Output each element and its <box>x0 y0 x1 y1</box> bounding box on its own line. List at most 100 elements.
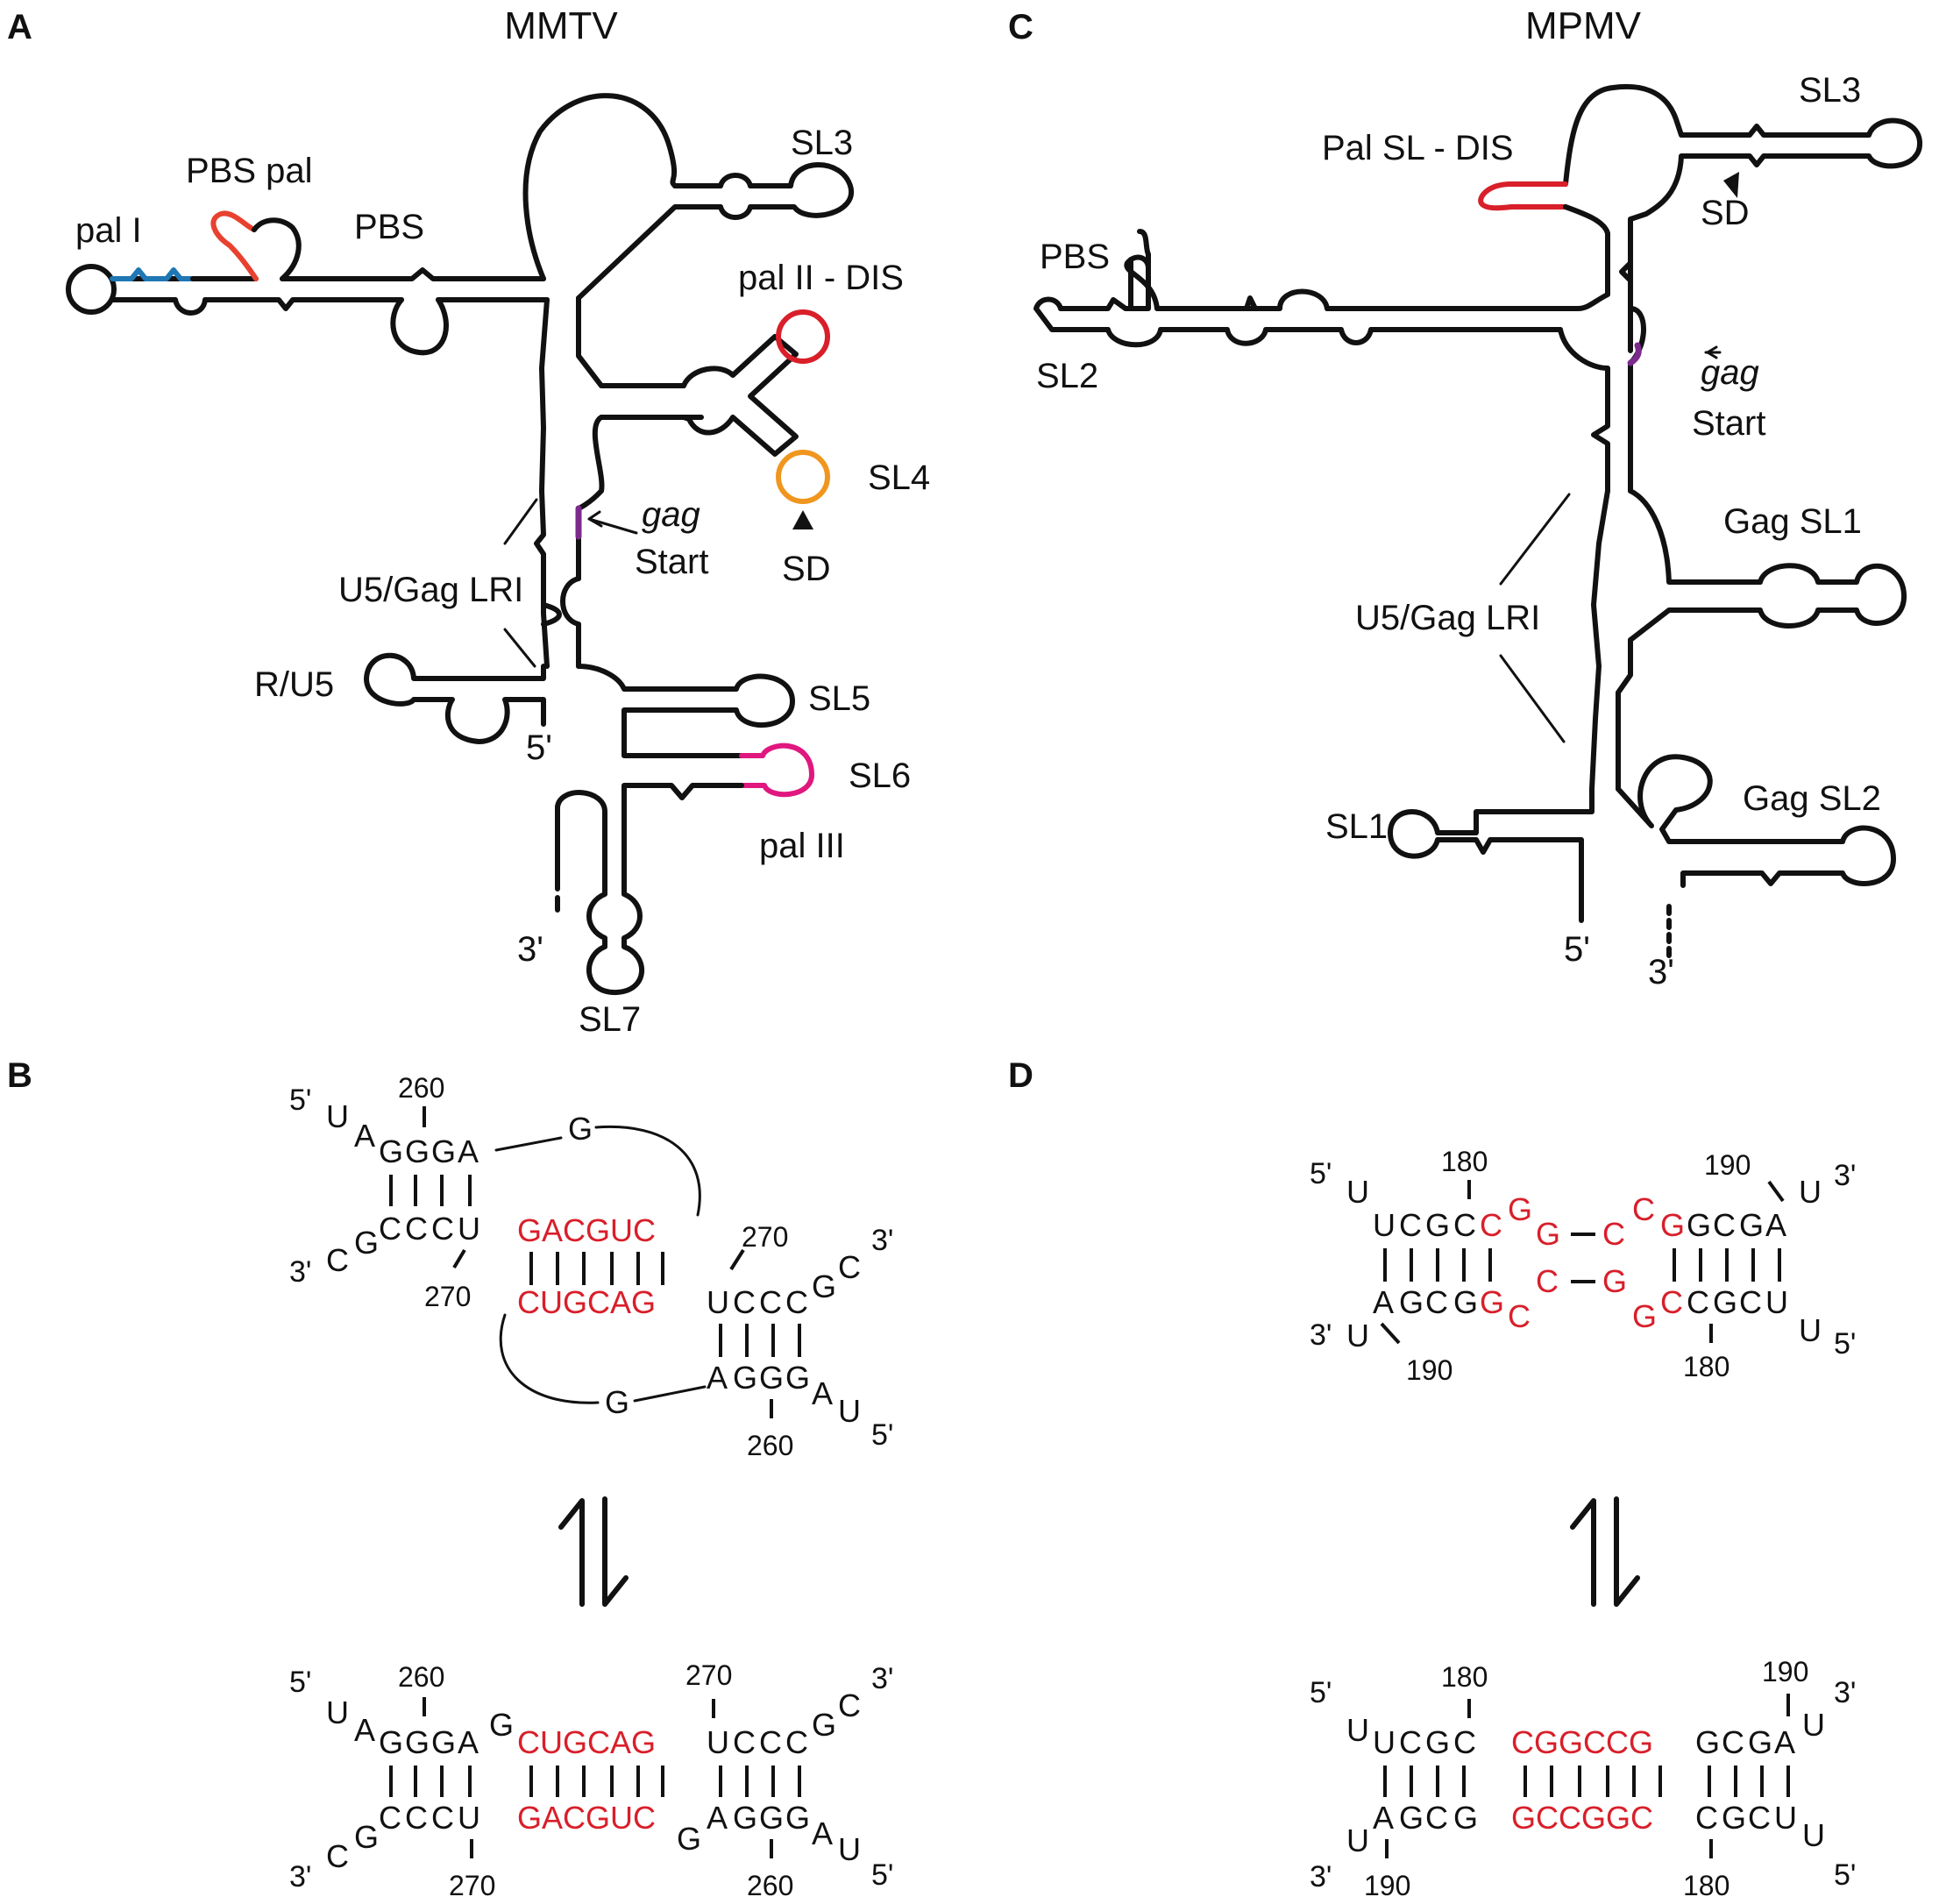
panel-c-title: MPMV <box>1525 4 1642 47</box>
b-bot-tr-4: G <box>812 1707 836 1743</box>
d-top-rbr-2: C <box>1660 1284 1683 1320</box>
b-top-connector-g-lower <box>633 1385 707 1403</box>
d-top-three-left: 3' <box>1310 1318 1332 1352</box>
d-top-rtb-3: A <box>1765 1207 1786 1243</box>
sl3-region <box>522 93 855 301</box>
b-top-connector-g <box>494 1136 563 1152</box>
label-mpmv-start: Start <box>1692 404 1765 443</box>
b-bot-red-lower: GACGUC <box>517 1800 656 1836</box>
b-top-num-270-right: 270 <box>742 1221 788 1253</box>
pbs-pal-loop <box>252 217 302 281</box>
b-top-rb-5: U <box>838 1393 861 1429</box>
label-pal-i: pal I <box>75 211 142 250</box>
sl3-stem <box>576 162 855 301</box>
d-top-lbr-2: C <box>1536 1263 1559 1299</box>
mpmv-gag-start-arrow <box>1704 345 1722 359</box>
b-top-lb-5: U <box>458 1211 480 1247</box>
d-bot-rt-0: G <box>1695 1724 1720 1760</box>
d-bot-lb-0: U <box>1346 1822 1369 1858</box>
b-top-rt-5: C <box>838 1249 861 1285</box>
label-three-prime-a: 3' <box>517 930 543 969</box>
d-top-ltb-3: G <box>1425 1207 1450 1243</box>
label-r-u5: R/U5 <box>254 665 334 704</box>
b-top-three-left: 3' <box>289 1255 311 1289</box>
mpmv-sl1-arm <box>1388 488 1610 923</box>
mpmv-sl3-arm <box>1563 83 1923 353</box>
label-mpmv-three-prime: 3' <box>1648 953 1674 991</box>
d-bot-lt-2: C <box>1399 1724 1422 1760</box>
d-top-rbb-1: G <box>1713 1284 1737 1320</box>
label-five-prime-a: 5' <box>526 728 552 767</box>
d-top-rbr-1: G <box>1632 1298 1657 1334</box>
d-top-rtb-1: C <box>1713 1207 1736 1243</box>
d-arrow-down <box>1614 1496 1640 1607</box>
d-bot-num-190-right: 190 <box>1762 1656 1808 1687</box>
label-pbs-pal: PBS pal <box>186 152 313 190</box>
d-bot-rb-1: G <box>1722 1800 1746 1836</box>
b-top-rb-0: A <box>707 1360 728 1396</box>
d-top-rtr-2: G <box>1660 1207 1685 1243</box>
b-top-tick-270-right <box>729 1248 745 1271</box>
panel-d: D 5' 180 U U C G C C G G C C G G C G A U… <box>1008 1056 1856 1901</box>
pbs-pal-hairpin <box>210 210 259 281</box>
panel-letter-d: D <box>1008 1056 1033 1095</box>
b-bot-num-270-right: 270 <box>685 1659 732 1691</box>
d-top-lbb-0: U <box>1346 1318 1369 1353</box>
d-top-five-right: 5' <box>1834 1327 1856 1361</box>
d-bot-pairs <box>1383 1765 1790 1797</box>
b-bot-tr-1: C <box>733 1724 756 1760</box>
b-top-red-lower: CUGCAG <box>517 1284 656 1320</box>
panel-b-top: 5' U A G G G A 260 3' C G C C C U 270 <box>289 1072 893 1461</box>
b-bot-bl-0: C <box>326 1838 349 1874</box>
b-bot-three-left: 3' <box>289 1860 311 1893</box>
b-bot-num-260-right: 260 <box>747 1870 793 1901</box>
b-top-lt-1: A <box>354 1118 375 1154</box>
panel-a-title: MMTV <box>504 4 618 47</box>
panel-b-bottom: 5' 260 U A G G G A G CUGCAG 270 U C C C … <box>289 1659 893 1901</box>
b-top-rt-2: C <box>759 1284 782 1320</box>
label-mpmv-gag: gag <box>1701 353 1759 392</box>
mpmv-pbs-hairpin <box>1128 229 1151 311</box>
b-bot-three-right: 3' <box>871 1662 893 1695</box>
d-top-five-left: 5' <box>1310 1157 1332 1190</box>
label-gag: gag <box>642 495 700 534</box>
label-mpmv-sd: SD <box>1701 194 1750 232</box>
d-top-ltb-1: U <box>1373 1207 1396 1243</box>
d-bot-lb-2: G <box>1399 1800 1424 1836</box>
mpmv-junction-left-upper <box>1563 204 1610 311</box>
b-top-left-pairs <box>389 1175 472 1206</box>
panel-letter-b: B <box>7 1056 32 1095</box>
label-pal-iii: pal III <box>759 827 845 865</box>
d-top-num-180-left: 180 <box>1441 1146 1488 1177</box>
d-bot-lt-3: G <box>1425 1724 1450 1760</box>
to-pal-ii-upper <box>576 295 686 388</box>
b-bot-tr-5: C <box>838 1687 861 1723</box>
d-top-rbr-0: G <box>1602 1263 1627 1299</box>
b-top-rb-4: A <box>812 1375 833 1411</box>
pal-i-loop <box>66 264 117 315</box>
b-top-red-upper: GACGUC <box>517 1212 656 1248</box>
label-u5-gag-lri: U5/Gag LRI <box>338 571 523 609</box>
d-bot-five-right: 5' <box>1834 1858 1856 1892</box>
b-top-rb-2: G <box>759 1360 784 1396</box>
d-bot-rt-1: C <box>1722 1724 1744 1760</box>
d-top-rbb-2: C <box>1739 1284 1762 1320</box>
d-top-ltr-1: G <box>1508 1191 1532 1227</box>
b-bot-br-1: A <box>707 1800 728 1836</box>
b-top-g-upper: G <box>568 1111 593 1147</box>
label-sl6: SL6 <box>849 757 911 795</box>
pal-ii-dis-loop <box>776 309 830 364</box>
b-bot-bl-3: C <box>405 1800 428 1836</box>
d-bot-rt-4: U <box>1802 1707 1825 1743</box>
d-top-num-190-right: 190 <box>1704 1149 1751 1181</box>
label-sl3: SL3 <box>791 124 853 162</box>
d-top-ltb-0: U <box>1346 1174 1369 1210</box>
label-gag-sl2: Gag SL2 <box>1743 779 1881 818</box>
d-bot-three-right: 3' <box>1834 1676 1856 1709</box>
lower-junction-left <box>560 541 581 669</box>
label-mpmv-pbs: PBS <box>1040 238 1110 276</box>
mpmv-gag-sl1 <box>1628 488 1907 643</box>
b-arrow-up <box>558 1498 585 1607</box>
b-equilibrium-arrows <box>558 1496 629 1607</box>
